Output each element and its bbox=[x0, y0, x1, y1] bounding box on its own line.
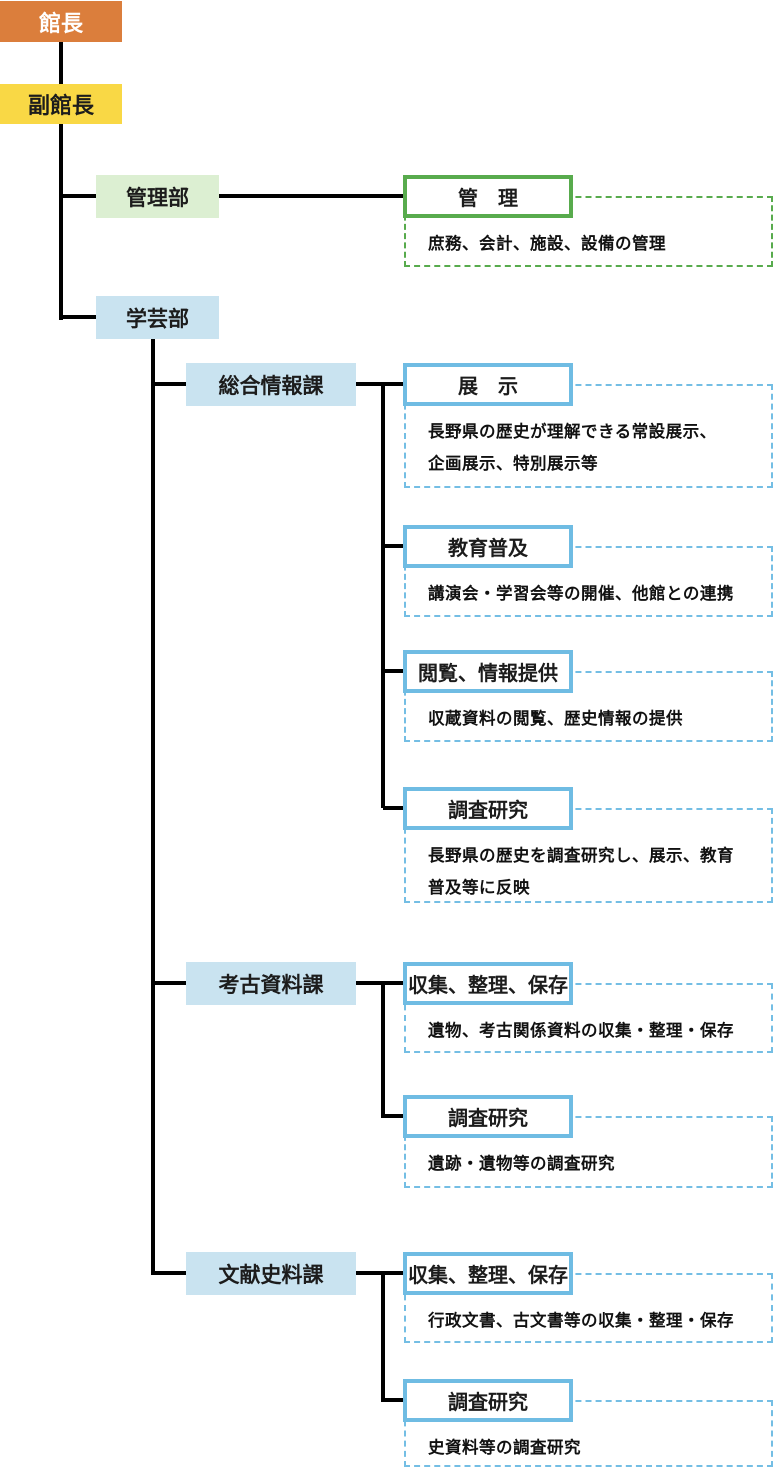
node-section-archaeological-materials: 考古資料課 bbox=[186, 962, 356, 1005]
connector-to-chosa1 bbox=[383, 806, 403, 810]
unit-collection-archaeology-title: 収集、整理、保存 bbox=[403, 962, 573, 1005]
connector-sogo-to-tenji bbox=[356, 382, 403, 386]
connector-to-bunken-section bbox=[153, 1271, 186, 1275]
connector-admin-to-kanri bbox=[219, 194, 403, 198]
connector-curatorial-trunk bbox=[151, 339, 155, 1275]
connector-koko-trunk bbox=[381, 983, 385, 1118]
unit-education-outreach-title: 教育普及 bbox=[403, 525, 573, 568]
connector-to-curatorial-dept bbox=[61, 315, 96, 319]
connector-to-chosa3 bbox=[383, 1398, 403, 1402]
unit-research-general-title: 調査研究 bbox=[403, 787, 573, 830]
unit-research-documents-title: 調査研究 bbox=[403, 1379, 573, 1422]
connector-koko-to-shushu bbox=[356, 981, 403, 985]
node-deputy-director: 副館長 bbox=[0, 84, 122, 124]
unit-collection-documents-title: 収集、整理、保存 bbox=[403, 1252, 573, 1295]
connector-deputy-trunk bbox=[59, 124, 63, 320]
unit-research-archaeology-title: 調査研究 bbox=[403, 1095, 573, 1138]
connector-to-admin-dept bbox=[61, 194, 96, 198]
connector-to-sogo-section bbox=[153, 382, 186, 386]
connector-bunken-trunk bbox=[381, 1273, 385, 1402]
connector-to-kyoiku bbox=[383, 544, 403, 548]
connector-sogo-trunk bbox=[381, 384, 385, 808]
node-section-documentary-materials: 文献史料課 bbox=[186, 1252, 356, 1295]
node-section-general-information: 総合情報課 bbox=[186, 363, 356, 406]
unit-research-general-description: 長野県の歴史を調査研究し、展示、教育 普及等に反映 bbox=[404, 808, 773, 903]
connector-to-koko-section bbox=[153, 981, 186, 985]
unit-browsing-information-title: 閲覧、情報提供 bbox=[403, 650, 573, 693]
unit-education-outreach-description: 講演会・学習会等の開催、他館との連携 bbox=[404, 546, 773, 617]
connector-director-deputy bbox=[59, 42, 63, 84]
unit-exhibition-title: 展 示 bbox=[403, 363, 573, 406]
connector-to-etsuran bbox=[383, 669, 403, 673]
connector-to-chosa2 bbox=[383, 1114, 403, 1118]
unit-management-title: 管 理 bbox=[403, 175, 573, 218]
unit-management-description: 庶務、会計、施設、設備の管理 bbox=[404, 196, 773, 267]
node-curatorial-department: 学芸部 bbox=[96, 296, 219, 339]
unit-research-documents-description: 史資料等の調査研究 bbox=[404, 1400, 773, 1467]
node-director: 館長 bbox=[0, 1, 122, 42]
connector-bunken-to-shushu bbox=[356, 1271, 403, 1275]
node-admin-department: 管理部 bbox=[96, 175, 219, 218]
